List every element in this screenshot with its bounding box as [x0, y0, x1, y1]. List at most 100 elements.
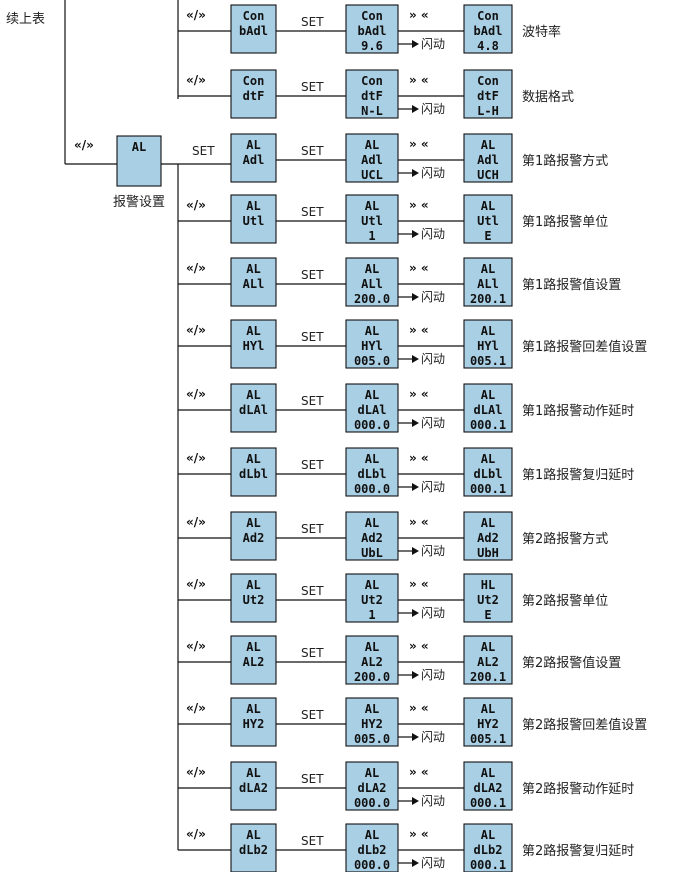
row-caption: 波特率	[522, 24, 561, 40]
lcd-line: Utl	[361, 214, 383, 228]
flash-arrow-head	[412, 859, 419, 867]
result-lcd	[463, 511, 513, 561]
lcd-line: 005.1	[470, 732, 506, 746]
lcd-line: AL	[365, 262, 379, 276]
lcd-line: AL	[246, 702, 260, 716]
flash-arrow-head	[412, 797, 419, 805]
set-label: SET	[301, 330, 324, 344]
nav-label: «/»	[186, 827, 206, 841]
lcd-line: Ad2	[243, 531, 265, 545]
lcd-line: HL	[481, 578, 495, 592]
set-label: SET	[301, 834, 324, 848]
nav-label: «/»	[186, 198, 206, 212]
lcd-line: Con	[243, 74, 265, 88]
lcd-line: dLbl	[474, 467, 503, 481]
set-label: SET	[301, 394, 324, 408]
lcd-line: Con	[361, 74, 383, 88]
setting-lcd	[345, 69, 399, 119]
flash-arrow-head	[412, 230, 419, 238]
lcd-line: AL	[481, 828, 495, 842]
flash-label: 闪动	[421, 668, 445, 682]
up-down-arrows: » «	[409, 323, 429, 337]
flash-arrow-head	[412, 609, 419, 617]
param-lcd	[230, 447, 277, 497]
lcd-line: dLb2	[239, 843, 268, 857]
set-label: SET	[301, 522, 324, 536]
lcd-line: AL	[246, 766, 260, 780]
set-label: SET	[301, 15, 324, 29]
param-lcd	[230, 573, 277, 623]
up-down-arrows: » «	[409, 515, 429, 529]
lcd-line: dLbl	[239, 467, 268, 481]
row-caption: 数据格式	[522, 89, 574, 105]
lcd-line: Ut2	[243, 593, 265, 607]
result-lcd	[463, 635, 513, 685]
nav-label: «/»	[186, 387, 206, 401]
up-down-arrows: » «	[409, 8, 429, 22]
result-lcd	[463, 761, 513, 811]
lcd-line: AL	[365, 452, 379, 466]
row-caption: 第2路报警方式	[522, 531, 608, 547]
result-lcd	[463, 447, 513, 497]
lcd-line: AL	[246, 388, 260, 402]
set-label: SET	[301, 772, 324, 786]
lcd-line: dLA2	[239, 781, 268, 795]
set-label: SET	[301, 80, 324, 94]
setting-lcd	[345, 383, 399, 433]
param-lcd	[230, 194, 277, 244]
setting-lcd	[345, 447, 399, 497]
result-lcd	[463, 573, 513, 623]
lcd-line: AL	[481, 199, 495, 213]
nav-label: «/»	[186, 639, 206, 653]
flash-arrow-head	[412, 105, 419, 113]
lcd-line: 000.1	[470, 796, 506, 810]
lcd-line: N-L	[361, 104, 383, 118]
set-label: SET	[301, 458, 324, 472]
lcd-line: 000.1	[470, 858, 506, 872]
result-lcd	[463, 194, 513, 244]
lcd-line: UCH	[477, 168, 499, 182]
lcd-line: Adl	[361, 153, 383, 167]
lcd-line: dLAl	[474, 403, 503, 417]
flash-label: 闪动	[421, 166, 445, 180]
lcd-line: AL	[481, 324, 495, 338]
up-down-arrows: » «	[409, 577, 429, 591]
lcd-line: AL	[481, 702, 495, 716]
lcd-line: AL	[365, 640, 379, 654]
up-down-arrows: » «	[409, 451, 429, 465]
connector-lines	[64, 0, 231, 850]
param-lcd	[230, 511, 277, 561]
flash-label: 闪动	[421, 37, 445, 51]
lcd-line: dLAl	[239, 403, 268, 417]
lcd-line: dLb2	[358, 843, 387, 857]
lcd-line: HYl	[361, 339, 383, 353]
lcd-line: AL	[481, 516, 495, 530]
flash-label: 闪动	[421, 102, 445, 116]
param-lcd	[230, 257, 277, 307]
lcd-line: 200.0	[354, 670, 390, 684]
lcd-line: 200.1	[470, 292, 506, 306]
lcd-line: AL	[246, 640, 260, 654]
root-set-label: SET	[192, 144, 215, 158]
lcd-line: 005.1	[470, 354, 506, 368]
result-lcd	[463, 697, 513, 747]
up-down-arrows: » «	[409, 387, 429, 401]
set-label: SET	[301, 268, 324, 282]
nav-label: «/»	[186, 515, 206, 529]
nav-label: «/»	[186, 701, 206, 715]
lcd-line: HY2	[361, 717, 383, 731]
lcd-line: Con	[361, 9, 383, 23]
lcd-line: HYl	[477, 339, 499, 353]
lcd-line: AL	[246, 262, 260, 276]
lcd-line: Utl	[477, 214, 499, 228]
lcd-line: Ad2	[477, 531, 499, 545]
lcd-line: HY2	[477, 717, 499, 731]
row-caption: 第2路报警值设置	[522, 655, 621, 671]
nav-label: «/»	[186, 577, 206, 591]
